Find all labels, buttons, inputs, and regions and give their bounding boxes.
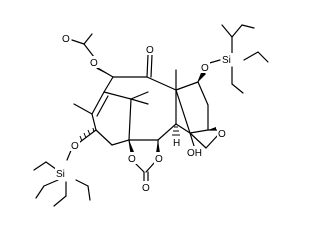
atom-o-acetyl-ester: O	[90, 58, 98, 69]
atom-oh: OH	[187, 148, 202, 159]
c4-oh-bond	[189, 132, 195, 147]
si-left-ethyl2-b	[35, 185, 45, 199]
atom-o-tes-top: O	[201, 63, 209, 74]
c2-o-wedge	[156, 140, 160, 153]
atom-o-ketone: O	[146, 45, 154, 56]
c11-c15-bond	[103, 91, 132, 100]
acetyl-c-o-bond	[71, 39, 85, 45]
chemical-structure-diagram: O O O O Si O Si O OH H O O O	[33, 24, 269, 207]
c12-c13-bond	[91, 113, 97, 131]
c14-c1-bond	[111, 139, 130, 146]
si-top-ethyl2-b	[241, 24, 255, 29]
si-top-ethyl3-b	[257, 51, 269, 63]
c13-o-left-bond	[79, 129, 97, 143]
c4-ch2-bond	[189, 132, 207, 149]
c1-o-wedge	[129, 140, 134, 153]
c11-c12-bond-1	[91, 91, 105, 115]
si-left-ethyl2-a	[43, 179, 59, 187]
atom-si-top: Si	[222, 55, 231, 66]
c5-c4-bond	[189, 129, 209, 134]
atom-o-tes-left: O	[71, 141, 79, 152]
si-left-ethyl3-a	[75, 179, 89, 187]
si-left-ethyl1-b	[33, 161, 47, 171]
si-top-ethyl2-a	[231, 24, 243, 38]
molecule-drawing: O O O O Si O Si O OH H O O O	[33, 24, 269, 207]
atom-si-left: Si	[56, 169, 65, 180]
c8-c7-bond	[175, 81, 199, 91]
c7-o-top-bond	[197, 71, 203, 83]
c12-methyl-bond	[73, 103, 93, 115]
epoxy-o-ch2-bond	[205, 133, 220, 149]
atom-o-carbonate-right: O	[155, 154, 163, 165]
atom-o-carbonate-carbonyl: O	[142, 183, 150, 194]
atom-labels: O O O O Si O Si O OH H O O O	[55, 32, 237, 194]
c7-otes-wedge	[198, 71, 206, 82]
si-top-ethyl4-b	[231, 83, 244, 94]
c4-c3-via-c8-bond	[175, 89, 191, 134]
atom-o-acetyl-carbonyl: O	[62, 34, 70, 45]
c10-c11-bond	[103, 76, 114, 93]
c9-c8-bond	[146, 76, 177, 91]
acetyl-methyl-bond	[83, 33, 93, 45]
c3-c4-bond	[175, 123, 191, 134]
c13-c14-bond	[95, 129, 113, 146]
c13-o-hash	[79, 127, 95, 142]
ketone-bond-1	[146, 54, 149, 78]
c11-c12-bond-2	[96, 95, 109, 117]
o-carb-c-right	[145, 161, 156, 173]
si-top-ethyl3-a	[243, 51, 259, 61]
atom-h-stereo: H	[173, 138, 180, 149]
c7-c6-bond	[197, 81, 209, 106]
si-left-ethyl3-b	[87, 185, 91, 201]
si-left-ethyl4-b	[53, 195, 67, 207]
acetyl-c-ester-o-bond	[83, 43, 95, 58]
c5-epoxy-wedge	[208, 127, 216, 130]
c15-methyl-a	[130, 91, 149, 100]
c2-c3-bond	[157, 123, 177, 141]
atom-o-epoxy: O	[218, 129, 226, 140]
c3-h-hash	[172, 126, 180, 136]
c15-c1-bond	[128, 98, 132, 141]
si-top-ethyl1-b	[221, 24, 233, 38]
ketone-bond-2	[150, 54, 153, 78]
c15-methyl-b	[130, 98, 149, 105]
atom-o-carbonate-left: O	[128, 154, 136, 165]
